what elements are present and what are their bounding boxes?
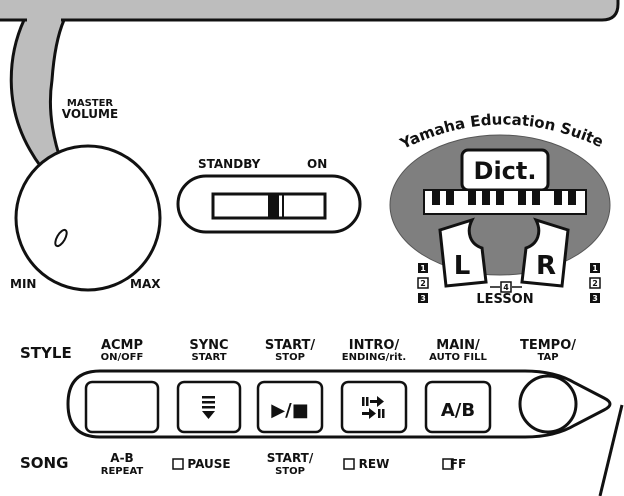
- intro-ending-bottom-label-line1: REW: [359, 457, 390, 471]
- main-autofill-bottom-label-line1: FF: [450, 457, 466, 471]
- start-stop-bottom-label-line1: START/: [267, 451, 314, 465]
- black-key: [482, 190, 490, 205]
- lesson-label: LESSON: [476, 292, 533, 307]
- acmp-top-label-line1: ACMP: [101, 338, 143, 353]
- master-volume: MASTER VOLUME MIN MAX: [10, 98, 162, 292]
- sync-start-icon: [202, 396, 215, 419]
- mini-keyboard-icon: [423, 189, 587, 215]
- intro-ending-button[interactable]: [340, 380, 408, 434]
- speech-balloon: [0, 0, 620, 208]
- svg-text:4: 4: [503, 283, 509, 292]
- black-key: [568, 190, 576, 205]
- on-label: ON: [307, 157, 327, 171]
- lesson-numbers-left: 1 2 3: [417, 263, 429, 303]
- volume-indicator-icon: [54, 228, 68, 248]
- power-switch: STANDBY ON: [176, 157, 362, 234]
- main-autofill-top-label-line2: AUTO FILL: [429, 352, 487, 363]
- intro-ending-top-label-line2: ENDING/rit.: [342, 352, 406, 363]
- volume-max-label: MAX: [130, 277, 161, 291]
- tempo-tap-button[interactable]: [518, 374, 578, 434]
- education-suite: Yamaha Education Suite Dict. L R 1 2 3 1…: [389, 110, 611, 307]
- pointer-line: [598, 404, 624, 496]
- black-key: [518, 190, 526, 205]
- acmp-top-label-line2: ON/OFF: [101, 352, 144, 363]
- sync-start-bottom-label-line1: PAUSE: [187, 457, 230, 471]
- lesson-numbers-right: 1 2 3: [589, 263, 601, 303]
- svg-text:3: 3: [592, 294, 598, 303]
- song-label: SONG: [20, 454, 68, 472]
- black-key: [446, 190, 454, 205]
- pause-icon: [172, 458, 184, 470]
- right-hand-label: R: [536, 251, 556, 281]
- volume-min-label: MIN: [10, 277, 36, 291]
- acmp-bottom-label-line1: A-B: [110, 451, 133, 465]
- sync-start-top-label-line1: SYNC: [189, 338, 228, 353]
- tempo-label-line1: TEMPO/: [520, 338, 576, 353]
- start-stop-button[interactable]: [256, 380, 324, 434]
- tempo-label-line2: TAP: [537, 352, 558, 363]
- rew-icon: [343, 458, 355, 470]
- black-key: [432, 190, 440, 205]
- black-key: [532, 190, 540, 205]
- volume-title-line1: MASTER: [67, 98, 114, 109]
- svg-text:3: 3: [420, 294, 426, 303]
- start-stop-top-label-line1: START/: [265, 338, 316, 353]
- svg-text:1: 1: [420, 264, 426, 273]
- acmp-button[interactable]: [84, 380, 160, 434]
- standby-label: STANDBY: [198, 157, 261, 171]
- main-autofill-button[interactable]: [424, 380, 492, 434]
- ff-icon: [442, 458, 454, 470]
- sync-start-top-label-line2: START: [191, 352, 226, 363]
- left-hand-button[interactable]: [438, 217, 488, 288]
- svg-text:2: 2: [592, 279, 598, 288]
- ab-label: A/B: [441, 400, 475, 421]
- volume-knob[interactable]: [14, 144, 162, 292]
- black-key: [554, 190, 562, 205]
- right-hand-button[interactable]: [520, 217, 570, 288]
- black-key: [496, 190, 504, 205]
- volume-title-line2: VOLUME: [62, 107, 118, 121]
- play-stop-icon: ▶/■: [271, 400, 308, 421]
- svg-text:1: 1: [592, 264, 598, 273]
- acmp-bottom-label-line2: REPEAT: [101, 466, 144, 477]
- dict-label: Dict.: [474, 157, 537, 185]
- intro-ending-icon: [362, 396, 385, 419]
- left-hand-label: L: [454, 251, 471, 281]
- start-stop-top-label-line2: STOP: [275, 352, 305, 363]
- intro-ending-top-label-line1: INTRO/: [349, 338, 400, 353]
- lesson-center-number: 4: [490, 281, 522, 293]
- svg-text:2: 2: [420, 279, 426, 288]
- black-key: [468, 190, 476, 205]
- main-autofill-top-label-line1: MAIN/: [436, 338, 480, 353]
- style-label: STYLE: [20, 344, 72, 362]
- start-stop-bottom-label-line2: STOP: [275, 466, 305, 477]
